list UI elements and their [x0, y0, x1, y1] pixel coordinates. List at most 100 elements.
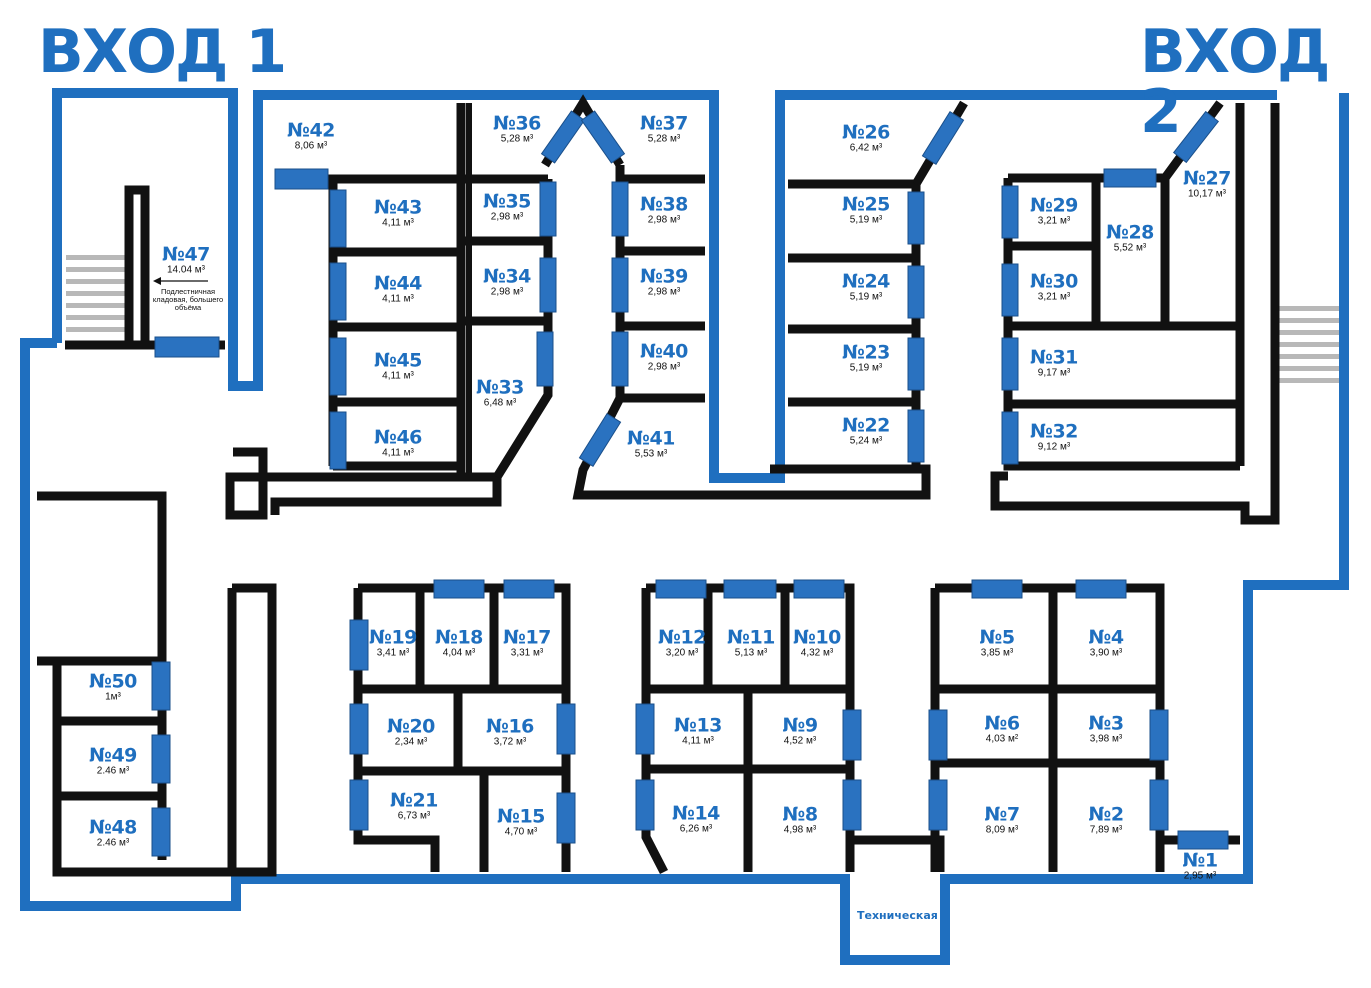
unit-area: 2,98 м³: [490, 211, 524, 223]
unit-area: 2,98 м³: [647, 286, 681, 298]
unit-number: №21: [390, 789, 438, 812]
unit-area: 5,28 м³: [647, 133, 681, 145]
unit-number: №13: [674, 714, 722, 737]
technical-room-label: Техническая: [857, 909, 938, 922]
entrance-2-label: ВХОД 2: [1140, 17, 1330, 147]
unit-area: 5,24 м³: [849, 435, 883, 447]
unit-area: 2.46 м³: [96, 837, 130, 849]
unit-number: №27: [1183, 167, 1231, 190]
unit-number: №31: [1030, 346, 1078, 369]
unit-area: 4,32 м³: [800, 647, 834, 659]
entrance-1-label: ВХОД 1: [38, 17, 287, 87]
unit-number: №18: [435, 626, 483, 649]
unit-number: №41: [627, 427, 675, 450]
unit-area: 5,19 м³: [849, 291, 883, 303]
unit-number: №4: [1088, 626, 1124, 649]
unit-number: №44: [374, 272, 422, 295]
unit-area: 2,98 м³: [490, 286, 524, 298]
unit-number: №25: [842, 193, 890, 216]
unit-area: 5,19 м³: [849, 214, 883, 226]
unit-area: 4,11 м³: [382, 370, 414, 382]
unit-area: 4,11 м³: [682, 735, 714, 747]
unit-47-note: Подлестничная кладовая, большего объёма: [152, 287, 224, 312]
unit-area: 7,89 м³: [1089, 824, 1123, 836]
unit-number: №2: [1088, 803, 1124, 826]
unit-area: 10,17 м³: [1187, 188, 1226, 200]
unit-area: 1м³: [105, 691, 121, 703]
unit-number: №12: [658, 626, 706, 649]
unit-area: 3,85 м³: [980, 647, 1014, 659]
unit-number: №17: [503, 626, 551, 649]
unit-area: 5,53 м³: [634, 448, 668, 460]
unit-number: №30: [1030, 270, 1078, 293]
unit-area: 3,41 м³: [376, 647, 410, 659]
unit-area: 4,04 м³: [442, 647, 476, 659]
unit-number: №15: [497, 805, 545, 828]
unit-number: №24: [842, 270, 890, 293]
unit-area: 4,98 м³: [783, 824, 817, 836]
unit-number: №49: [89, 744, 137, 767]
unit-number: №6: [984, 712, 1020, 735]
unit-number: №33: [476, 376, 524, 399]
unit-number: №38: [640, 193, 688, 216]
unit-area: 2,98 м³: [647, 214, 681, 226]
arrow-left-icon: [153, 277, 208, 285]
unit-number: №37: [640, 112, 688, 135]
unit-number: №26: [842, 121, 890, 144]
stairs-entrance-1: [66, 255, 128, 332]
unit-number: №11: [727, 626, 775, 649]
unit-number: №19: [369, 626, 417, 649]
unit-number: №39: [640, 265, 688, 288]
